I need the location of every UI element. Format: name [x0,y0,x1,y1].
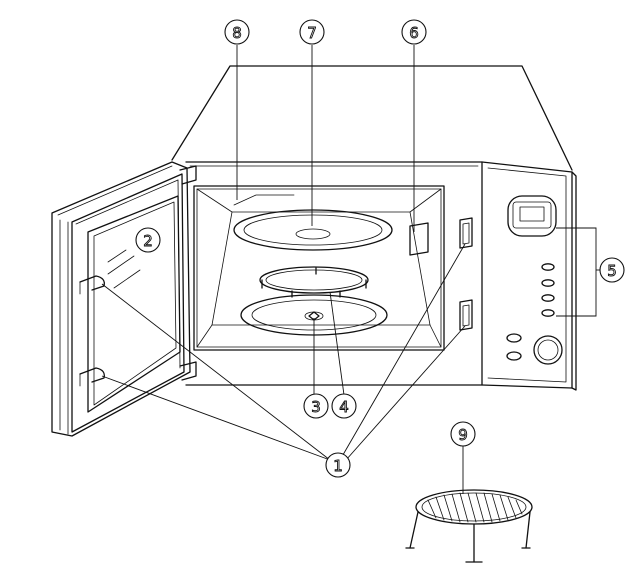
grill-rack [405,489,533,563]
cabinet [171,65,577,391]
callout-9-number: 9 [458,426,468,444]
cavity-ceiling [233,194,295,206]
door [51,161,191,437]
callout-6: 6 [401,19,427,45]
callout-5-number: 5 [607,262,617,280]
callout-2: 2 [135,227,161,253]
glass-tray [233,209,393,251]
callout-lines [101,45,604,494]
callout-8: 8 [224,19,250,45]
roller-ring [259,266,369,298]
callout-2-number: 2 [143,232,153,250]
callout-7-number: 7 [307,24,317,42]
callout-1-number: 1 [333,457,343,475]
callout-1: 1 [325,452,351,478]
door-hinges [179,165,197,381]
callout-3-number: 3 [311,398,321,416]
control-panel [506,195,563,365]
latch-holes [459,217,473,331]
callout-4-number: 4 [339,398,349,416]
wave-guide-cover [409,222,429,256]
callout-5: 5 [599,257,625,283]
callout-9: 9 [450,421,476,447]
callout-6-number: 6 [409,24,419,42]
callout-4: 4 [331,393,357,419]
callout-3: 3 [303,393,329,419]
callout-7: 7 [299,19,325,45]
callout-8-number: 8 [232,24,242,42]
